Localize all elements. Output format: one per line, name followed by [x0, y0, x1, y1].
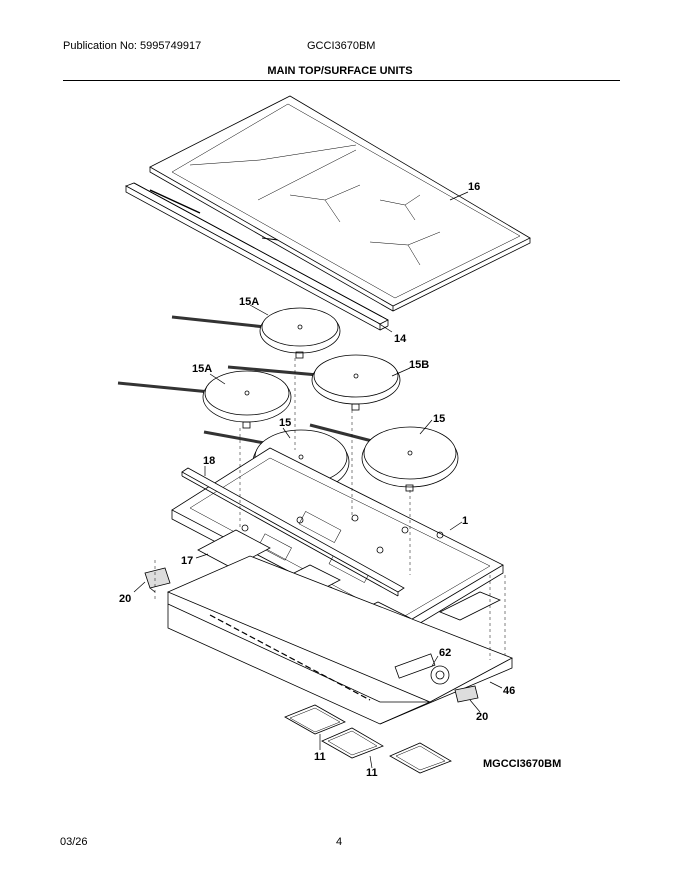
induction-coil-15B [227, 354, 401, 411]
foot-right [454, 685, 479, 703]
callout-20-left: 20 [119, 593, 131, 605]
drawing-id: MGCCI3670BM [483, 758, 562, 770]
alignment-lines [154, 358, 506, 660]
mounting-bracket-2 [321, 727, 384, 759]
callout-14: 14 [394, 333, 407, 345]
callout-17: 17 [181, 555, 193, 567]
leader-lines [133, 191, 503, 769]
mounting-bracket-3 [389, 742, 452, 774]
publication-number: Publication No: 5995749917 [63, 40, 202, 52]
callout-11-a: 11 [314, 751, 326, 763]
page-number: 4 [336, 836, 343, 848]
page-title: MAIN TOP/SURFACE UNITS [267, 65, 413, 77]
model-number: GCCI3670BM [307, 40, 376, 52]
callout-15B: 15B [409, 359, 429, 371]
callout-46: 46 [503, 685, 515, 697]
induction-coil-15A-lower [117, 370, 292, 429]
callout-15A-lower: 15A [192, 363, 212, 375]
mounting-bracket-1 [284, 704, 346, 735]
callout-16: 16 [468, 181, 480, 193]
callout-62: 62 [439, 647, 451, 659]
title-rule [63, 80, 620, 81]
support-rod [181, 467, 405, 597]
foot-left [144, 567, 171, 593]
callout-11-b: 11 [366, 767, 378, 779]
induction-coil-15A-upper [171, 307, 341, 359]
callout-15-right: 15 [433, 413, 445, 425]
footer-date: 03/26 [60, 836, 88, 848]
induction-coil-15-right [309, 423, 459, 492]
callout-15A-upper: 15A [239, 296, 259, 308]
lower-box [166, 555, 513, 725]
callout-18: 18 [203, 455, 215, 467]
glass-cooktop [149, 95, 531, 312]
callout-1: 1 [462, 515, 468, 527]
callout-15-middle: 15 [279, 417, 291, 429]
exploded-parts-diagram: 16 14 15A 15A 15B 15 15 18 1 17 20 62 46… [117, 95, 531, 779]
callout-20-right: 20 [476, 711, 488, 723]
front-trim-strip [125, 182, 389, 331]
